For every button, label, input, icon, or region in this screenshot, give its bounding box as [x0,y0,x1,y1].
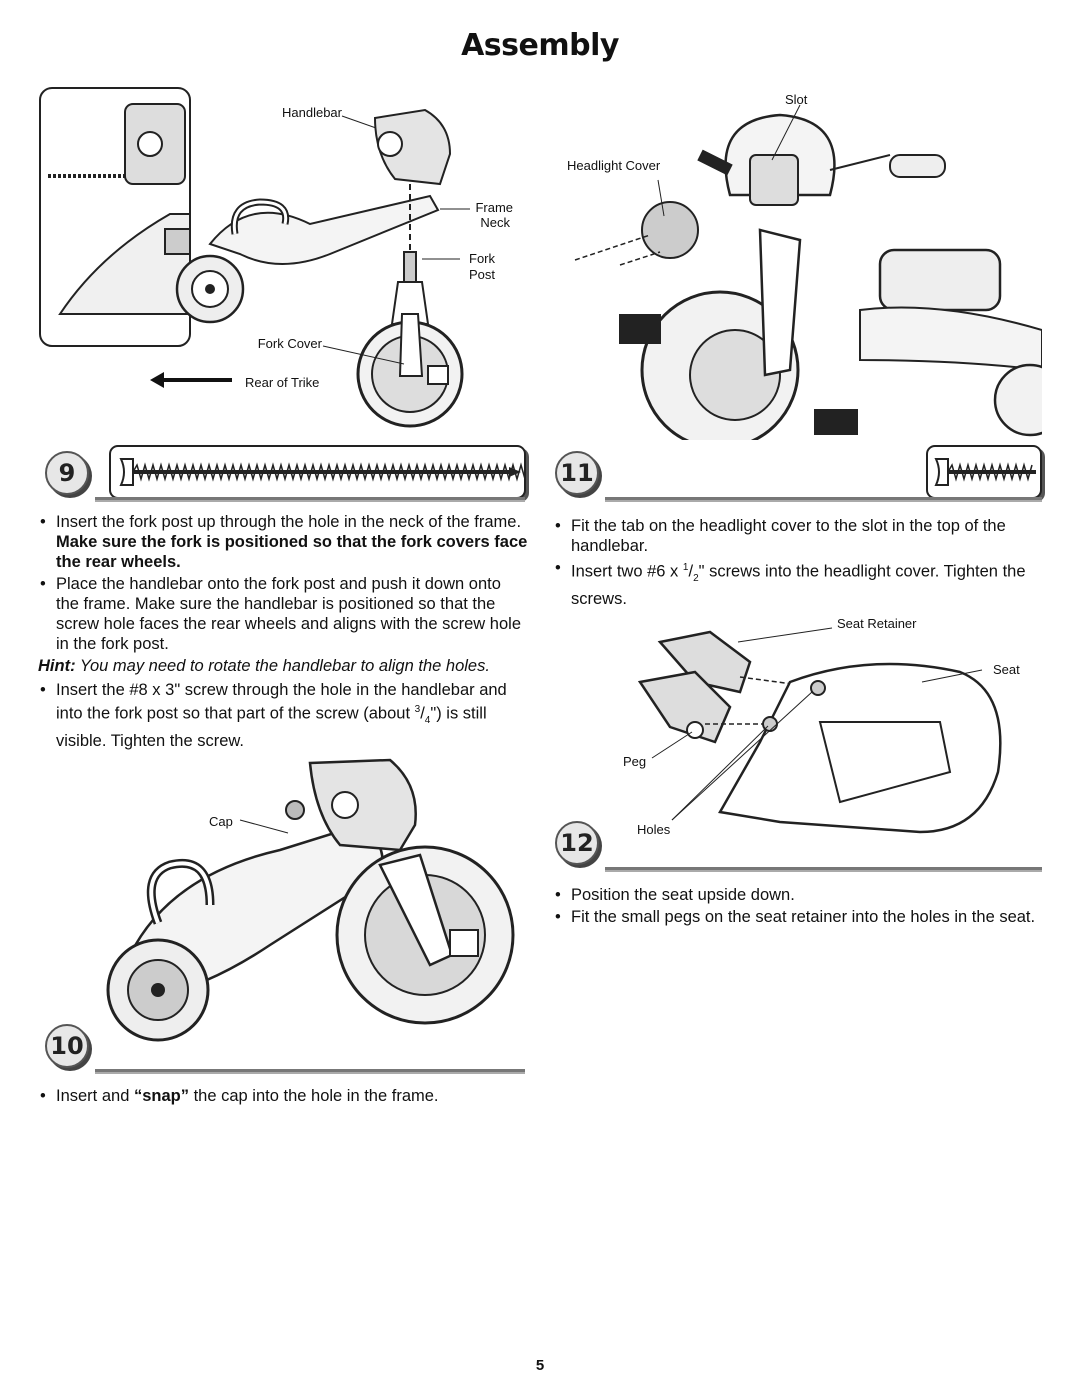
page-number: 5 [535,1357,545,1374]
step12-badge: 12 [555,821,599,865]
label-rear-of-trike: Rear of Trike [245,375,320,390]
step9-bullet-3: Insert the #8 x 3" screw through the hol… [38,680,528,751]
step11-bullet-2: Insert two #6 x 1/2" screws into the hea… [553,558,1043,609]
step11-instructions: Fit the tab on the headlight cover to th… [553,516,1043,611]
step10-divider [95,1069,525,1072]
label-frame-neck-line2: Neck [480,215,510,230]
step11-divider [605,497,1042,500]
label-seat-retainer: Seat Retainer [837,616,917,631]
step12-instructions: Position the seat upside down. Fit the s… [553,885,1043,929]
step9-bullet-1: Insert the fork post up through the hole… [38,512,528,572]
label-slot: Slot [785,92,808,107]
step12-bullet-2: Fit the small pegs on the seat retainer … [553,907,1043,927]
label-headlight-cover: Headlight Cover [567,158,661,173]
step11-screw-box [926,445,1042,499]
step10-badge: 10 [45,1024,89,1068]
step9-instructions: Insert the fork post up through the hole… [38,512,528,753]
label-fork-cover: Fork Cover [257,336,322,351]
label-fork-post-line2: Post [468,267,495,282]
step11-bullet-1: Fit the tab on the headlight cover to th… [553,516,1043,556]
step10-instructions: Insert and “snap” the cap into the hole … [38,1086,528,1108]
label-seat: Seat [993,662,1020,677]
label-peg: Peg [623,754,647,769]
long-screw-icon [119,458,694,486]
label-cap: Cap [209,814,233,829]
step12-illustration [637,627,1002,834]
label-frame-neck-line1: Frame [475,200,513,215]
step10-illustration [106,758,515,1042]
step11-illustration [574,104,1042,440]
step11-badge: 11 [555,451,599,495]
step10-bullet-1: Insert and “snap” the cap into the hole … [38,1086,528,1106]
short-screw-icon [934,458,1036,486]
step9-divider [95,497,525,500]
label-fork-post-line1: Fork [469,251,495,266]
step9-badge: 9 [45,451,89,495]
step12-bullet-1: Position the seat upside down. [553,885,1043,905]
step9-screw-box [109,445,694,499]
page-title: Assembly [461,28,619,63]
label-holes: Holes [637,822,671,837]
step9-illustration [39,87,470,428]
step9-hint: Hint: You may need to rotate the handleb… [38,657,490,675]
step12-divider [605,867,1042,870]
step9-bullet-2: Place the handlebar onto the fork post a… [38,574,528,654]
label-handlebar: Handlebar [282,105,342,120]
